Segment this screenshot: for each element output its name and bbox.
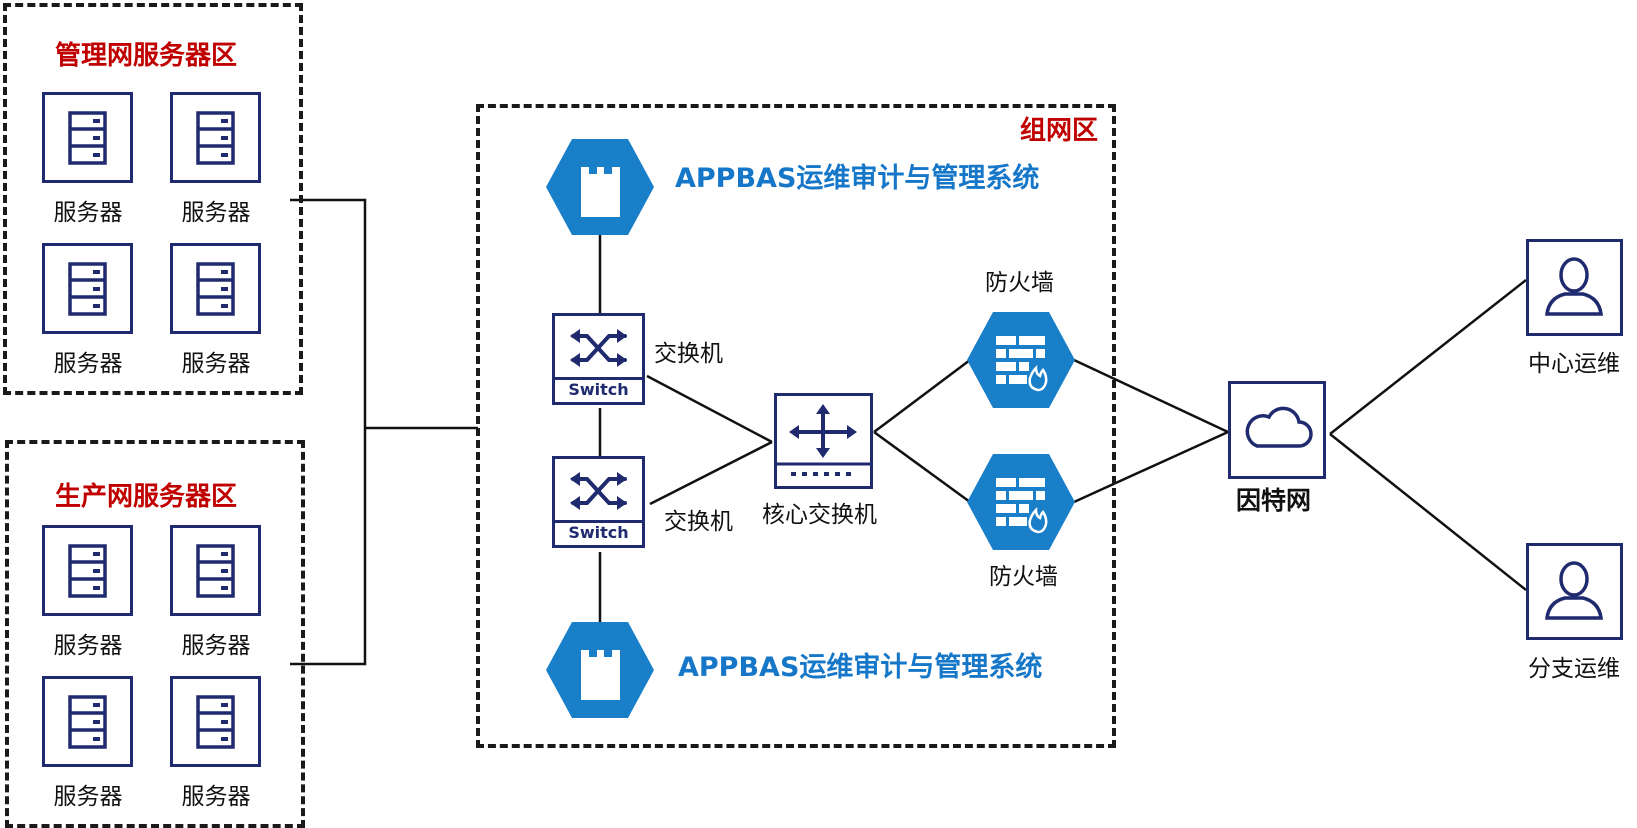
network-zone: [476, 104, 1116, 748]
core-switch[interactable]: [774, 393, 873, 489]
center-ops-label: 中心运维: [1528, 351, 1620, 377]
firewall-bottom-icon[interactable]: [966, 452, 1076, 552]
server-rack-icon: [196, 695, 235, 749]
mgmt-server-zone: [3, 3, 303, 395]
server-icon-box[interactable]: [170, 243, 261, 334]
firewall-bottom-label: 防火墙: [989, 564, 1058, 590]
switch-bottom-label: 交换机: [664, 509, 733, 535]
server-label: 服务器: [181, 633, 251, 659]
switch-top-label: 交换机: [654, 341, 723, 367]
mgmt-zone-title: 管理网服务器区: [55, 41, 238, 71]
audit-system-bottom-label: APPBAS运维审计与管理系统: [678, 652, 1043, 683]
firewall-top-label: 防火墙: [985, 270, 1054, 296]
cloud-icon: [1245, 406, 1313, 448]
server-label: 服务器: [53, 200, 123, 226]
audit-system-top-icon: [546, 139, 654, 235]
core-to-firewall-top-link: [873, 359, 971, 433]
server-rack-icon: [68, 262, 107, 316]
user-icon: [1545, 257, 1603, 316]
server-icon-box[interactable]: [170, 525, 261, 616]
server-label: 服务器: [53, 351, 123, 377]
firewall-bottom-to-internet-link: [1073, 430, 1229, 504]
server-label: 服务器: [181, 351, 251, 377]
audit-system-top-label: APPBAS运维审计与管理系统: [675, 163, 1040, 194]
switch-bottom-to-core-link: [649, 440, 773, 506]
server-icon-box[interactable]: [42, 92, 133, 183]
server-rack-icon: [68, 544, 107, 598]
server-label: 服务器: [181, 200, 251, 226]
router-arrows-icon: [777, 404, 870, 476]
firewall-top-icon[interactable]: [966, 310, 1076, 410]
server-icon-box[interactable]: [170, 676, 261, 767]
network-zone-title: 组网区: [1020, 116, 1099, 146]
core-switch-label: 核心交换机: [762, 502, 877, 528]
switch-bottom[interactable]: Switch: [552, 456, 645, 548]
center-ops-user[interactable]: [1526, 239, 1623, 336]
switch-arrows-icon: [570, 472, 627, 510]
switch-top[interactable]: Switch: [552, 313, 645, 405]
server-icon-box[interactable]: [42, 243, 133, 334]
server-icon-box[interactable]: [42, 676, 133, 767]
server-rack-icon: [196, 111, 235, 165]
server-rack-icon: [68, 111, 107, 165]
prod-zone-title: 生产网服务器区: [55, 482, 238, 512]
switch-arrows-icon: [570, 329, 627, 367]
internet-to-center-link: [1329, 279, 1527, 435]
server-label: 服务器: [53, 633, 123, 659]
switch-top-to-core-link: [646, 374, 773, 444]
switch-caption: Switch: [555, 377, 642, 402]
server-zones-bus: [290, 198, 367, 666]
server-rack-icon: [196, 544, 235, 598]
server-rack-icon: [196, 262, 235, 316]
switch-caption: Switch: [555, 520, 642, 545]
internet-node[interactable]: [1228, 381, 1326, 479]
internet-label: 因特网: [1236, 486, 1312, 515]
server-label: 服务器: [181, 784, 251, 810]
firewall-top-to-internet-link: [1073, 358, 1229, 434]
user-icon: [1545, 561, 1603, 620]
server-label: 服务器: [53, 784, 123, 810]
internet-to-branch-link: [1329, 433, 1527, 591]
branch-ops-user[interactable]: [1526, 543, 1623, 640]
branch-ops-label: 分支运维: [1528, 656, 1620, 682]
server-rack-icon: [68, 695, 107, 749]
core-to-firewall-bottom-link: [873, 430, 971, 504]
prod-server-zone: [5, 440, 305, 828]
server-icon-box[interactable]: [42, 525, 133, 616]
audit-system-bottom-icon: [546, 622, 654, 718]
server-icon-box[interactable]: [170, 92, 261, 183]
